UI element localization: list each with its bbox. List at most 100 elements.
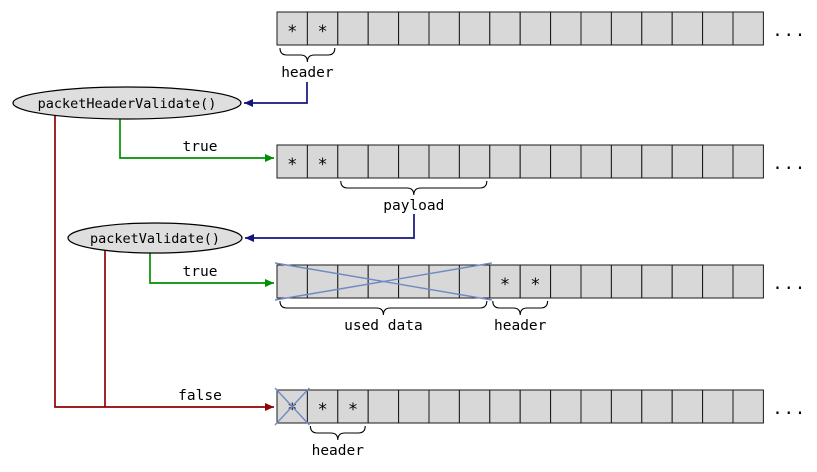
edge-true-from-packet-header-validate <box>119 114 274 162</box>
cell-star: * <box>287 400 297 420</box>
edges-layer <box>54 82 415 411</box>
cell-star: * <box>287 22 297 42</box>
stream-row-1: * * header... <box>276 11 806 81</box>
edge-label-true-lower: true <box>183 264 218 280</box>
edge-labels-layer: true true false <box>178 139 222 404</box>
cell-star: * <box>317 400 327 420</box>
node-ellipse <box>12 86 242 120</box>
stream-cell <box>580 11 612 46</box>
stream-cell <box>367 11 400 46</box>
stream-cell <box>519 264 552 299</box>
stream-row-3: * * used data header... <box>274 262 806 334</box>
stream-cell <box>610 144 643 179</box>
edge-header-to-packet-header-validate <box>244 82 308 107</box>
stream-cell <box>732 264 764 299</box>
node-label-packet-header-validate: packetHeaderValidate() <box>38 96 217 112</box>
edge-label-false: false <box>178 388 222 404</box>
invalid-cross-icon <box>274 387 310 426</box>
cell-star: * <box>500 275 510 295</box>
stream-cell <box>276 11 308 46</box>
node-packet-validate: packetValidate() <box>67 222 243 254</box>
cell-star: * <box>348 400 358 420</box>
stream-cell <box>458 264 491 299</box>
stream-cell <box>732 144 764 179</box>
stream-cell <box>306 144 339 179</box>
stream-rows-layer: * * header... * * payload... * * used data header… <box>274 11 806 459</box>
stream-cell <box>519 11 552 46</box>
group-brace <box>309 425 366 441</box>
stream-cell <box>428 11 460 46</box>
stream-cell <box>580 389 612 424</box>
stream-cell <box>550 389 582 424</box>
stream-cell <box>702 11 734 46</box>
edge-label-true-upper: true <box>183 139 218 155</box>
group-brace <box>279 300 488 316</box>
cell-star: * <box>317 22 327 42</box>
nodes-layer: packetHeaderValidate() packetValidate() <box>12 86 243 254</box>
node-packet-header-validate: packetHeaderValidate() <box>12 86 242 120</box>
stream-cell <box>306 389 339 424</box>
stream-cell <box>641 11 673 46</box>
group-brace <box>492 300 549 316</box>
node-ellipse <box>67 222 243 254</box>
stream-cell <box>428 389 460 424</box>
edge-true-from-packet-validate <box>149 248 274 287</box>
stream-cell <box>458 389 491 424</box>
stream-cell <box>550 264 582 299</box>
stream-continues-ellipsis: ... <box>772 21 806 41</box>
stream-cell <box>489 11 521 46</box>
stream-cell <box>580 144 612 179</box>
stream-cell <box>337 11 369 46</box>
stream-cell <box>610 11 643 46</box>
edge-payload-to-packet-validate <box>245 214 415 242</box>
stream-cell <box>367 389 400 424</box>
stream-cell <box>702 144 734 179</box>
stream-cell <box>702 264 734 299</box>
edge-false-from-packet-header-validate <box>54 110 274 411</box>
stream-cell <box>641 389 673 424</box>
stream-cell <box>550 11 582 46</box>
stream-cell <box>671 144 704 179</box>
stream-cell <box>732 389 764 424</box>
stream-cell <box>398 389 430 424</box>
stream-cell <box>519 389 552 424</box>
stream-cell <box>489 389 521 424</box>
stream-cell <box>641 264 673 299</box>
brace-label: payload <box>383 198 444 214</box>
stream-row-2: **payload... <box>276 144 806 214</box>
brace-label: used data <box>344 318 423 334</box>
group-brace <box>340 180 488 196</box>
brace-label: header <box>281 65 334 81</box>
invalid-cross-icon <box>274 262 492 301</box>
node-label-packet-validate: packetValidate() <box>90 231 220 247</box>
stream-continues-ellipsis: ... <box>772 399 806 419</box>
stream-cell <box>398 144 430 179</box>
stream-cell <box>732 11 764 46</box>
stream-cell <box>398 11 430 46</box>
stream-cell <box>671 11 704 46</box>
stream-cell <box>276 264 308 299</box>
stream-cell <box>398 264 430 299</box>
stream-continues-ellipsis: ... <box>772 274 806 294</box>
stream-row-4: * * * header... <box>274 387 806 459</box>
group-brace <box>279 47 336 63</box>
brace-label: header <box>312 443 365 459</box>
stream-cell <box>489 264 521 299</box>
stream-cell <box>337 264 369 299</box>
stream-cell <box>610 389 643 424</box>
stream-cell <box>610 264 643 299</box>
stream-cell <box>458 144 491 179</box>
cell-star: * <box>317 155 327 175</box>
stream-cell <box>641 144 673 179</box>
stream-continues-ellipsis: ... <box>772 154 806 174</box>
stream-cell <box>458 11 491 46</box>
stream-cell <box>489 144 521 179</box>
stream-cell <box>428 144 460 179</box>
stream-cell <box>550 144 582 179</box>
brace-label: header <box>494 318 547 334</box>
stream-cell <box>702 389 734 424</box>
cell-star: * <box>530 275 540 295</box>
stream-cell <box>671 389 704 424</box>
